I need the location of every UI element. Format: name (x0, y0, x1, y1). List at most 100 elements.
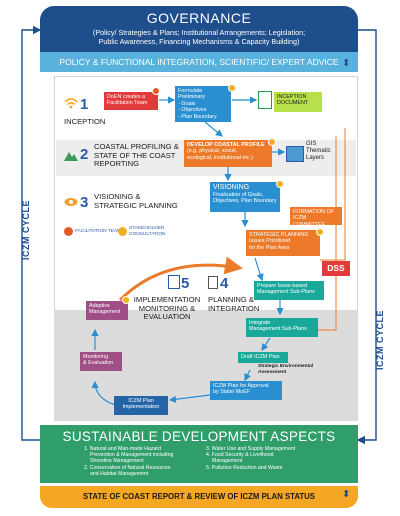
step-2-label-line2: STATE OF THE COAST (94, 150, 176, 160)
step-5-label: IMPLEMENTATION MONITORING & EVALUATION (128, 295, 206, 322)
approval-line1: ICZM Plan for Approval (213, 383, 269, 389)
prepare-line1: Prepare Issue-based (257, 283, 308, 289)
state-of-coast-bar: STATE OF COAST REPORT & REVIEW OF ICZM P… (40, 486, 358, 508)
formulate-item-objectives: - Objectives (178, 107, 207, 114)
inception-document-line1: INCEPTION (277, 94, 307, 100)
formation-line1: FORMATION OF (293, 209, 334, 215)
sda-c1-5: and Habitat Management (90, 470, 149, 477)
step-3-label-line1: VISIONING & (94, 192, 141, 201)
formulate-item-boundary: - Plan Boundary (178, 113, 217, 120)
sda-c2-4: 5. Pollution Reduction and Waste (206, 464, 283, 471)
facilitation-badge (152, 87, 160, 95)
prepare-subplans-box: Prepare Issue-based Management Sub-Plans (254, 281, 324, 300)
inception-document-icon (258, 91, 272, 109)
strategic-planning-sub1: Issues Prioritized (249, 238, 291, 245)
step-5-label-line3: EVALUATION (143, 312, 191, 322)
step-1-number: 1 (80, 96, 89, 113)
sda-c1-1: 1. Natural and Man-made Hazard (84, 446, 161, 452)
step-5-label-line1: IMPLEMENTATION (133, 295, 201, 304)
stakeholder-icon (118, 227, 127, 236)
policy-bar: POLICY & FUNCTIONAL INTEGRATION, SCIENTI… (40, 52, 358, 72)
step-1-label: INCEPTION (64, 117, 106, 126)
legend-stakeholder-line2: CONSULTATION (129, 231, 166, 237)
legend-stakeholder: STAKEHOLDER CONSULTATION (129, 226, 166, 237)
formation-line2: ICZM COMMITTEE (293, 215, 326, 228)
stakeholder-badge-formulate (228, 84, 236, 92)
stakeholder-badge-adaptive (122, 296, 130, 304)
formulate-item-goals: - Goals (178, 100, 196, 107)
stakeholder-badge-profile (268, 138, 276, 146)
implementation-line1: ICZM Plan (128, 398, 154, 404)
document-icon (208, 276, 218, 289)
formation-committee-box: FORMATION OF ICZM COMMITTEE (290, 207, 342, 228)
legend-facilitation-team: FACILITATION TEAM (75, 229, 122, 234)
step-3-number: 3 (80, 194, 89, 211)
visioning-sub2: Objectives, Plan Boundary (213, 198, 277, 205)
adaptive-line1: Adaptive (89, 303, 110, 309)
step-4-label-line1: PLANNING & (208, 295, 254, 304)
gis-line3: Layers (306, 154, 325, 161)
sda-c2-1: 3. Water Use and Supply Management (206, 446, 296, 452)
mountain-icon (64, 148, 78, 161)
eye-icon (64, 194, 78, 206)
monitoring-box: Monitoring & Evaluation (80, 352, 122, 371)
coastal-profile-sub1: (e.g. physical, social, (187, 148, 238, 155)
prepare-line2: Management Sub-Plans (257, 289, 315, 296)
step-2-label-line3: REPORTING (94, 159, 140, 169)
step-3-label: VISIONING & STRATEGIC PLANNING (94, 192, 178, 210)
step-4-label: PLANNING & INTEGRATION (208, 295, 260, 313)
stakeholder-badge-visioning (276, 180, 284, 188)
strategic-planning-sub2: for the Plan Area (249, 244, 290, 251)
gis-box: GIS Thematic Layers (306, 141, 331, 161)
formulate-box: Formulate Preliminary - Goals - Objectiv… (175, 86, 231, 122)
sda-c1-4: 2. Conservation of Natural Resources (84, 464, 171, 471)
step-4-number: 4 (220, 275, 229, 292)
step-4-label-line2: INTEGRATION (208, 303, 260, 313)
sustainable-development-banner: SUSTAINABLE DEVELOPMENT ASPECTS 1. Natur… (40, 425, 358, 483)
visioning-box: VISIONING Finalization of Goals, Objecti… (210, 182, 280, 212)
governance-title: GOVERNANCE (146, 10, 252, 26)
strategic-planning-box: STRATEGIC PLANNING Issues Prioritized fo… (246, 230, 320, 256)
integrate-line1: Integrate (249, 320, 271, 326)
facilitation-team-icon (64, 227, 73, 236)
doen-facilitation-box: DoEN creates a Facilitation Team (104, 92, 158, 110)
dss-box: DSS (322, 261, 350, 276)
step-3-label-line2: STRATEGIC PLANNING (94, 200, 178, 210)
visioning-sub1: Finalization of Goals, (213, 192, 264, 198)
coastal-profile-sub2: ecological, institutional etc.) (187, 154, 253, 161)
step-5-label-line2: MONITORING & (138, 303, 196, 313)
governance-banner: GOVERNANCE (Policy/ Strategies & Plans; … (40, 6, 358, 52)
inception-document-line2: DOCUMENT (277, 100, 309, 107)
step-5-number: 5 (181, 275, 190, 292)
sea-line2: Assessment (258, 369, 287, 375)
coastal-profile-box: DEVELOP COASTAL PROFILE (e.g. physical, … (184, 140, 272, 167)
governance-subtitle-line1: (Policy/ Strategies & Plans; Institution… (92, 28, 306, 37)
plan-implementation-box: ICZM Plan Implementation (114, 396, 168, 415)
gis-line2: Thematic (306, 147, 331, 154)
governance-subtitle-line2: Public Awareness, Financing Mechanisms &… (98, 37, 300, 46)
gis-layers-icon (286, 146, 304, 162)
step-2-label: COASTAL PROFILING & STATE OF THE COAST R… (94, 142, 179, 169)
inception-document-box: INCEPTION DOCUMENT (274, 92, 322, 112)
implementation-line2: Implementation (122, 404, 160, 411)
sda-c1-2: Prevention & Management including (90, 452, 174, 459)
sda-col2: 3. Water Use and Supply Management 4. Fo… (206, 446, 295, 471)
sda-c2-3: Management (212, 458, 243, 465)
adaptive-line2: Management (89, 309, 121, 316)
sda-title: SUSTAINABLE DEVELOPMENT ASPECTS (62, 429, 336, 444)
sda-col1: 1. Natural and Man-made Hazard Preventio… (84, 446, 173, 477)
formulate-title: Formulate Preliminary (178, 88, 205, 101)
strategic-planning-title: STRATEGIC PLANNING (249, 232, 309, 238)
soc-updown-icon: ⬍ (342, 489, 351, 500)
step-2-label-line1: COASTAL PROFILING & (94, 142, 179, 151)
checklist-icon (168, 275, 180, 289)
stakeholder-badge-sp (316, 228, 324, 236)
sda-c1-3: Shoreline Management (90, 458, 144, 465)
wifi-icon (64, 96, 78, 109)
monitoring-line1: Monitoring (83, 354, 109, 360)
approval-line2: by State/ MoEF (213, 389, 251, 396)
sda-c2-2: 4. Food Security & Livelihood (206, 452, 274, 459)
adaptive-management-box: Adaptive Management (86, 301, 128, 320)
